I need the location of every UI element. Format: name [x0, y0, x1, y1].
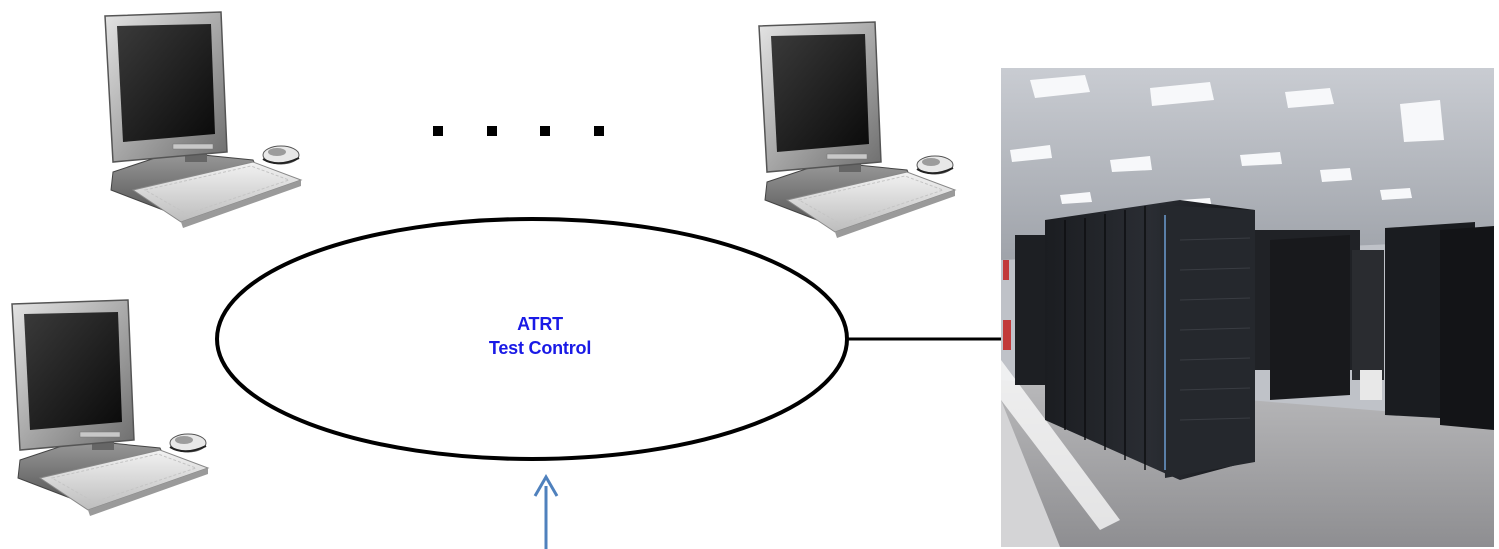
input-arrow-icon	[533, 474, 559, 549]
hub-label-line1: ATRT	[517, 314, 563, 334]
desktop-computer-icon	[11, 299, 209, 517]
desktop-computer-icon	[758, 21, 956, 239]
hub-label-line2: Test Control	[488, 338, 592, 358]
data-center-photo	[1001, 68, 1494, 547]
ellipsis-dots	[433, 126, 604, 136]
hub-label: ATRT Test Control	[455, 312, 625, 360]
desktop-computer-icon	[104, 11, 302, 229]
